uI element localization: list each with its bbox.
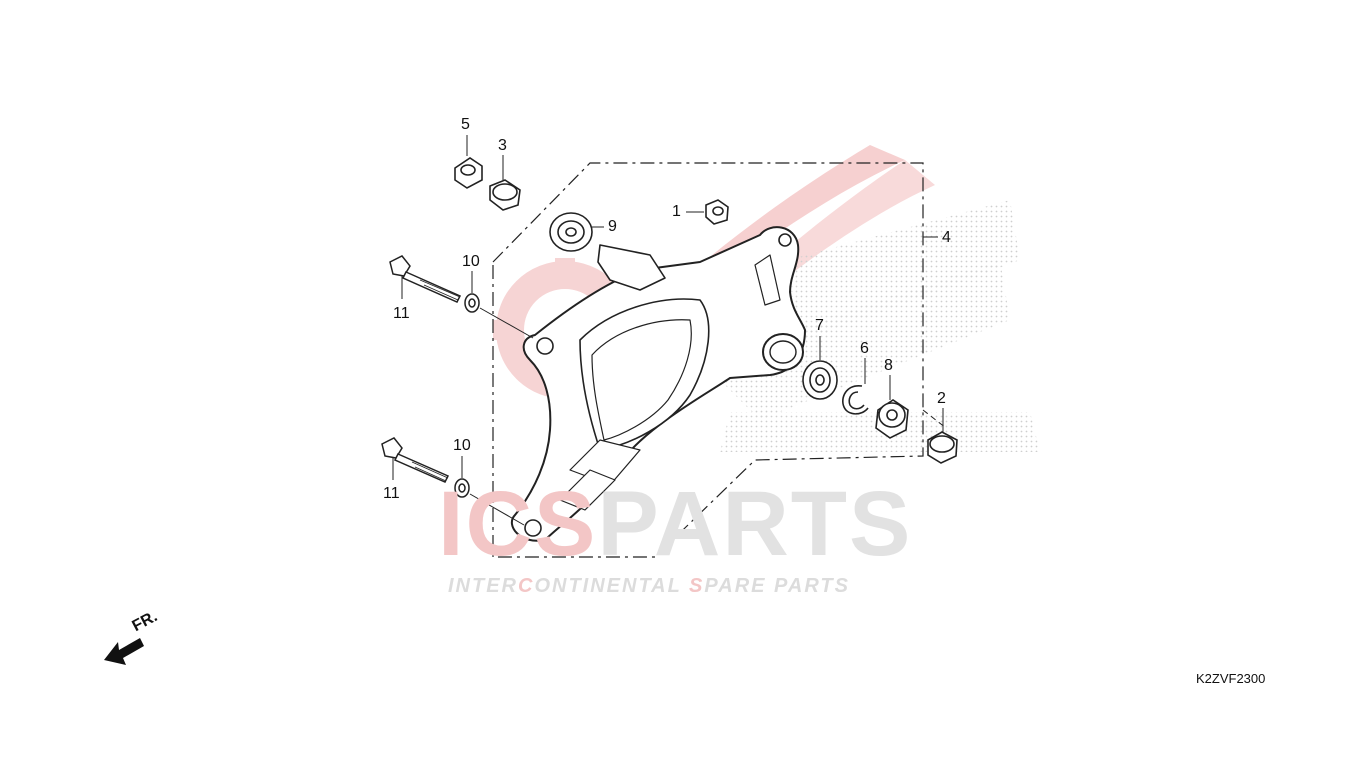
part-9-bearing	[549, 212, 593, 252]
callout-8: 8	[884, 357, 893, 374]
callout-11-upper: 11	[393, 305, 410, 322]
part-6-circlip	[842, 385, 869, 415]
callout-5: 5	[461, 116, 470, 133]
callout-4: 4	[942, 229, 951, 246]
tagline-watermark: INTERCONTINENTAL SPARE PARTS	[448, 575, 850, 597]
part-2-collar	[927, 431, 958, 464]
callout-1: 1	[672, 203, 681, 220]
part-10-washer-lower	[454, 478, 470, 498]
callout-7: 7	[815, 317, 824, 334]
callout-11-lower: 11	[383, 485, 400, 502]
assembly-frame	[492, 162, 924, 558]
part-1-bush	[705, 199, 729, 225]
callout-10-upper: 10	[462, 253, 480, 270]
callout-2: 2	[937, 390, 946, 407]
dash-to-2	[922, 409, 947, 429]
callout-3: 3	[498, 137, 507, 154]
part-10-washer-upper	[464, 293, 480, 313]
part-3-collar	[489, 179, 521, 211]
part-11-bolt-lower	[381, 437, 450, 483]
part-8-bearing	[875, 399, 909, 439]
part-11-bolt-upper	[389, 255, 462, 303]
front-direction-arrow	[104, 638, 144, 665]
callout-10-lower: 10	[453, 437, 471, 454]
diagram-code: K2ZVF2300	[1196, 671, 1266, 686]
part-7-bearing	[802, 360, 838, 400]
callout-9: 9	[608, 218, 617, 235]
swing-arm	[510, 226, 806, 542]
brand-watermark: ICSPARTS	[438, 473, 913, 575]
callout-6: 6	[860, 340, 869, 357]
part-5-nut	[454, 157, 483, 189]
